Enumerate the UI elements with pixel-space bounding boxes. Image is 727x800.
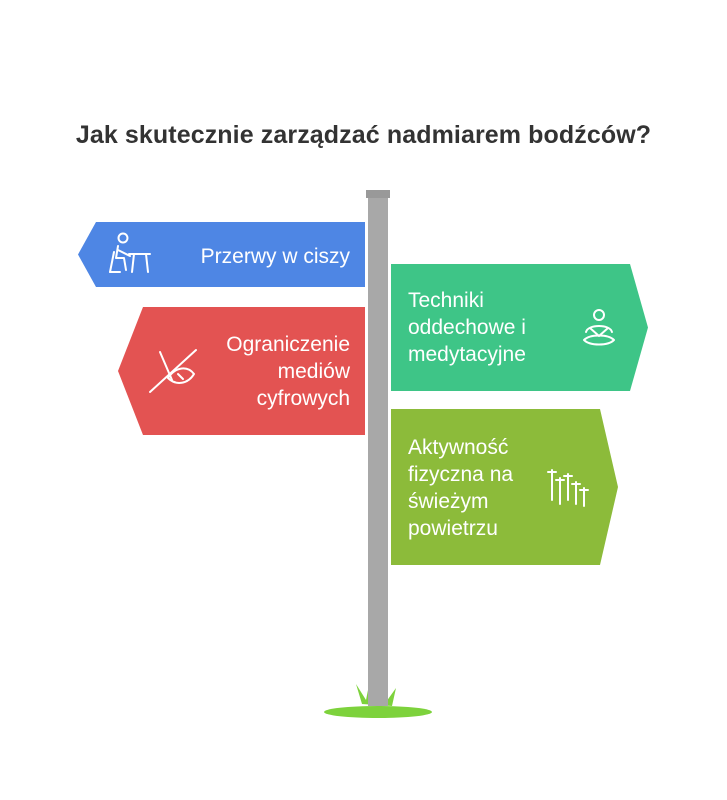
signpost-pole	[366, 190, 390, 706]
sign-breathing	[391, 264, 648, 391]
sign-label-digital-limit: Ograniczenie mediów cyfrowych	[200, 331, 350, 412]
sign-label-digital-limit-text: Ograniczenie mediów cyfrowych	[226, 333, 350, 410]
sign-label-outdoor: Aktywność fizyczna na świeżym powietrzu	[408, 434, 538, 542]
person-resting-icon	[109, 232, 151, 273]
sign-label-breathing: Techniki oddechowe i medytacyjne	[408, 287, 578, 368]
sign-digital-limit	[118, 307, 365, 435]
sign-quiet-breaks	[78, 222, 365, 287]
meditation-icon	[583, 309, 615, 346]
no-media-icon	[149, 349, 197, 393]
sign-label-outdoor-text: Aktywność fizyczna na świeżym powietrzu	[408, 436, 514, 540]
sign-label-quiet-breaks: Przerwy w ciszy	[200, 245, 350, 268]
sign-label-breathing-text: Techniki oddechowe i medytacyjne	[408, 289, 526, 366]
fitness-bars-icon	[547, 469, 589, 507]
page-title: Jak skutecznie zarządzać nadmiarem bodźc…	[75, 121, 652, 149]
sign-outdoor	[391, 409, 618, 565]
